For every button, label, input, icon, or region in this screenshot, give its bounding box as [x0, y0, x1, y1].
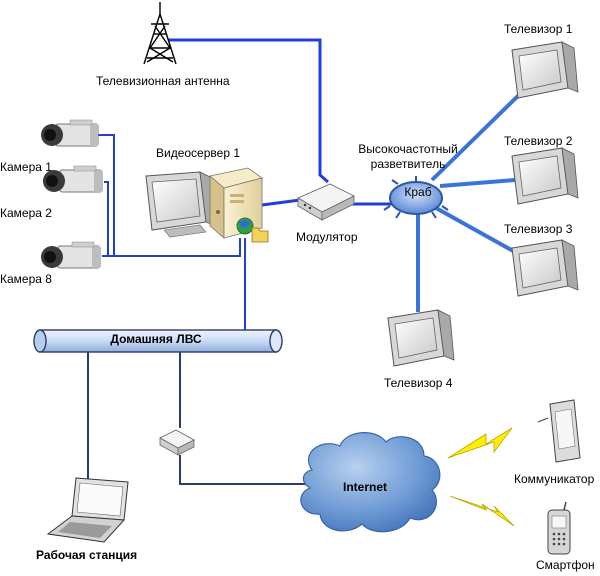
- videoserver-label: Видеосервер 1: [156, 146, 240, 160]
- camera-1-label: Камера 1: [0, 160, 52, 174]
- connection-lines: [87, 38, 524, 485]
- workstation-label: Рабочая станция: [36, 548, 138, 562]
- videoserver-monitor-icon: [145, 171, 217, 238]
- tv-3-icon: [511, 239, 579, 297]
- camera-2-label: Камера 2: [0, 206, 52, 220]
- modulator-label: Модулятор: [296, 230, 358, 244]
- tv-antenna-icon: [143, 2, 177, 65]
- smartphone-label: Смартфон: [536, 558, 595, 572]
- home-lan-pipe: [33, 329, 283, 353]
- tv-2-icon: [511, 147, 579, 205]
- internet-cloud-icon: [300, 432, 441, 533]
- antenna-link: [168, 38, 329, 184]
- splitter-label-line2: разветвитель: [370, 157, 446, 171]
- tv-1-label: Телевизор 1: [504, 22, 573, 36]
- splitter-tv1-link: [430, 90, 524, 182]
- communicator-label: Коммуникатор: [514, 472, 595, 486]
- tv-4-icon: [387, 309, 455, 367]
- tv-3-label: Телевизор 3: [504, 222, 573, 236]
- camera1-link: [96, 134, 115, 255]
- lan-label: Домашняя ЛВС: [110, 332, 202, 346]
- camera-2-icon: [43, 165, 103, 193]
- router-icon: [159, 429, 195, 456]
- folder-icon: [251, 227, 269, 243]
- tv-2-label: Телевизор 2: [504, 134, 573, 148]
- modulator-icon: [297, 183, 355, 221]
- splitter-label-line1: Высокочастотный: [358, 142, 458, 156]
- antenna-label: Телевизионная антенна: [96, 74, 230, 88]
- splitter-krab-icon: [383, 176, 449, 219]
- camera-8-icon: [41, 241, 101, 269]
- tv-4-label: Телевизор 4: [384, 376, 453, 390]
- splitter-tv2-link: [439, 178, 516, 188]
- videoserver-tower-icon: [209, 167, 263, 239]
- camera-1-icon: [41, 119, 99, 147]
- globe-icon: [236, 217, 254, 235]
- laptop-workstation-icon: [46, 477, 129, 543]
- camera-8-label: Камера 8: [0, 272, 52, 286]
- wireless-lightning-icon-top: [447, 427, 513, 459]
- server-modulator-link: [261, 198, 301, 207]
- router-internet-link: [179, 455, 308, 485]
- internet-label: Internet: [342, 480, 387, 494]
- tv-1-icon: [511, 41, 579, 99]
- communicator-icon: [537, 399, 581, 463]
- smartphone-icon: [547, 501, 571, 555]
- wireless-lightning-icon-bottom: [449, 495, 515, 527]
- krab-label: Краб: [404, 185, 432, 199]
- camera2-link: [104, 181, 109, 257]
- camera8-link: [102, 238, 241, 257]
- splitter-tv3-link: [435, 206, 516, 254]
